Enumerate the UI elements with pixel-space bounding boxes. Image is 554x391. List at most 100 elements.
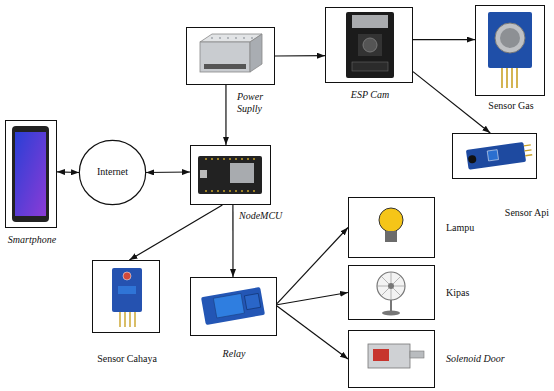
fan-stand xyxy=(390,300,392,312)
solenoid-bolt xyxy=(410,351,424,358)
ir-led xyxy=(468,155,477,164)
internet-circle: Internet xyxy=(79,140,146,205)
node-label: Kipas xyxy=(446,287,469,298)
node-label: Lampu xyxy=(446,222,474,233)
ldr xyxy=(123,272,131,280)
bulb-base xyxy=(385,231,397,242)
phone-screen xyxy=(15,132,46,216)
node-label: ESP Cam xyxy=(351,89,389,100)
esp-cam-box: ESP Cam xyxy=(325,7,413,83)
camera-lens xyxy=(363,38,377,52)
relay-picture xyxy=(201,287,265,325)
light-pins xyxy=(120,312,135,327)
solenoid-box: Solenoid Door xyxy=(348,330,435,388)
fan-guard xyxy=(377,272,405,300)
label-slot: Sensor Api xyxy=(481,207,549,219)
lamp-box: Lampu xyxy=(348,197,435,258)
node-label: Smartphone xyxy=(8,234,56,245)
arrow-connector xyxy=(277,293,348,305)
arrow-connector xyxy=(277,306,348,359)
arrow-connector xyxy=(413,39,475,40)
nodemcu-board xyxy=(198,156,262,194)
label-slot: Sensor Gas xyxy=(476,100,546,112)
solenoid-body xyxy=(368,344,410,368)
fan-base xyxy=(382,311,400,316)
node-label: Relay xyxy=(223,348,246,359)
fan-grille xyxy=(377,272,405,300)
node-label: Power Suplly xyxy=(237,91,263,114)
lamp-picture xyxy=(379,208,403,242)
usb-port xyxy=(200,170,207,178)
arrow-connector xyxy=(129,205,222,260)
bulb-glass xyxy=(379,208,403,232)
solenoid-picture xyxy=(368,344,424,368)
phone-body xyxy=(12,126,49,222)
esp-cam-picture xyxy=(346,12,394,78)
smartphone-box: Smartphone xyxy=(5,120,57,228)
flame-pins xyxy=(524,145,532,156)
arrow-connector xyxy=(232,205,233,277)
power-supply-picture xyxy=(200,34,262,72)
light-trimmer xyxy=(118,286,136,294)
power-supply-box: Power Suplly xyxy=(186,27,275,85)
esp-shield xyxy=(352,15,388,28)
node-label: Sensor Api xyxy=(505,207,549,218)
label-slot: Internet xyxy=(79,166,146,178)
nodemcu-pins xyxy=(205,158,255,192)
node-label: Solenoid Door xyxy=(446,353,505,364)
smartphone-picture xyxy=(12,126,49,222)
node-label: Internet xyxy=(97,166,128,177)
flame-sensor-picture xyxy=(466,141,533,170)
sd-slot xyxy=(352,62,388,71)
gas-sensor-picture xyxy=(488,12,532,88)
label-slot: Kipas xyxy=(446,287,496,299)
label-slot: ESP Cam xyxy=(330,89,410,101)
relay-box: Relay xyxy=(190,277,277,336)
label-slot: NodeMCU xyxy=(239,210,299,222)
relay-terminal xyxy=(244,293,260,309)
trimmer xyxy=(487,150,498,161)
light-sensor-box: Sensor Cahaya xyxy=(92,260,160,333)
nodemcu-box: NodeMCU xyxy=(190,145,271,205)
label-slot: Solenoid Door xyxy=(446,353,546,365)
arrow-connector xyxy=(225,85,226,145)
node-label: Sensor Gas xyxy=(488,100,533,111)
label-slot: Smartphone xyxy=(4,234,60,246)
light-board xyxy=(112,268,142,312)
relay-cube xyxy=(213,293,244,318)
arrow-connector xyxy=(275,55,325,57)
relay-board xyxy=(201,287,265,325)
psu-front xyxy=(200,42,250,72)
label-slot: Relay xyxy=(204,348,264,360)
fan-box: Kipas xyxy=(348,265,435,320)
light-sensor-picture xyxy=(112,268,142,327)
label-slot: Sensor Cahaya xyxy=(82,353,172,365)
arrow-connector xyxy=(413,72,490,133)
fan-hub xyxy=(388,283,394,289)
node-label: Sensor Cahaya xyxy=(97,353,157,364)
fan-picture xyxy=(377,272,405,316)
esp-board xyxy=(346,12,394,78)
gas-cylinder xyxy=(495,23,525,53)
arrow-connector xyxy=(277,228,348,304)
gas-pins xyxy=(502,68,517,88)
psu-terminals xyxy=(204,64,246,69)
arrow-connector xyxy=(57,171,79,173)
psu-holes xyxy=(211,37,253,39)
ellipse-line xyxy=(79,140,145,204)
label-slot: Power Suplly xyxy=(237,91,277,115)
flame-board xyxy=(466,142,526,170)
camera-module xyxy=(358,34,382,56)
label-slot: Lampu xyxy=(446,222,496,234)
psu-side xyxy=(250,34,262,72)
arrow-connector xyxy=(146,171,190,173)
wifi-module xyxy=(230,163,254,183)
gas-mesh xyxy=(500,28,520,48)
node-label: NodeMCU xyxy=(239,210,282,221)
solenoid-coil xyxy=(373,349,389,361)
gas-board xyxy=(488,12,532,68)
flame-sensor-box: Sensor Api xyxy=(452,133,537,179)
